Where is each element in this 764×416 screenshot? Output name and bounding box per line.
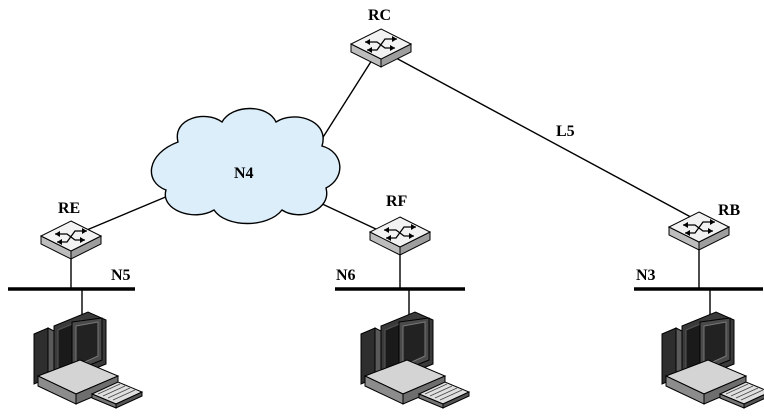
link-rf-n4 [317,201,379,231]
router-rf-label: RF [386,193,408,210]
computer-n3 [661,311,764,409]
router-re-label: RE [58,200,80,217]
cloud-n4 [150,107,341,225]
network-n4-label: N4 [234,165,254,182]
network-n6-label: N6 [336,267,356,284]
computer-n6 [360,311,470,409]
link-l5-rc-rb [395,57,701,223]
router-rb-label: RB [718,202,741,219]
router-rc-label: RC [368,7,391,24]
computer-n5 [33,311,143,409]
network-n3-label: N3 [636,267,656,284]
links [70,57,711,324]
link-l5-label: L5 [556,123,575,140]
router-re [40,220,102,260]
link-re-n4 [81,195,169,233]
router-rf [369,216,431,256]
network-n5-label: N5 [111,267,131,284]
link-rc-n4 [319,59,373,143]
